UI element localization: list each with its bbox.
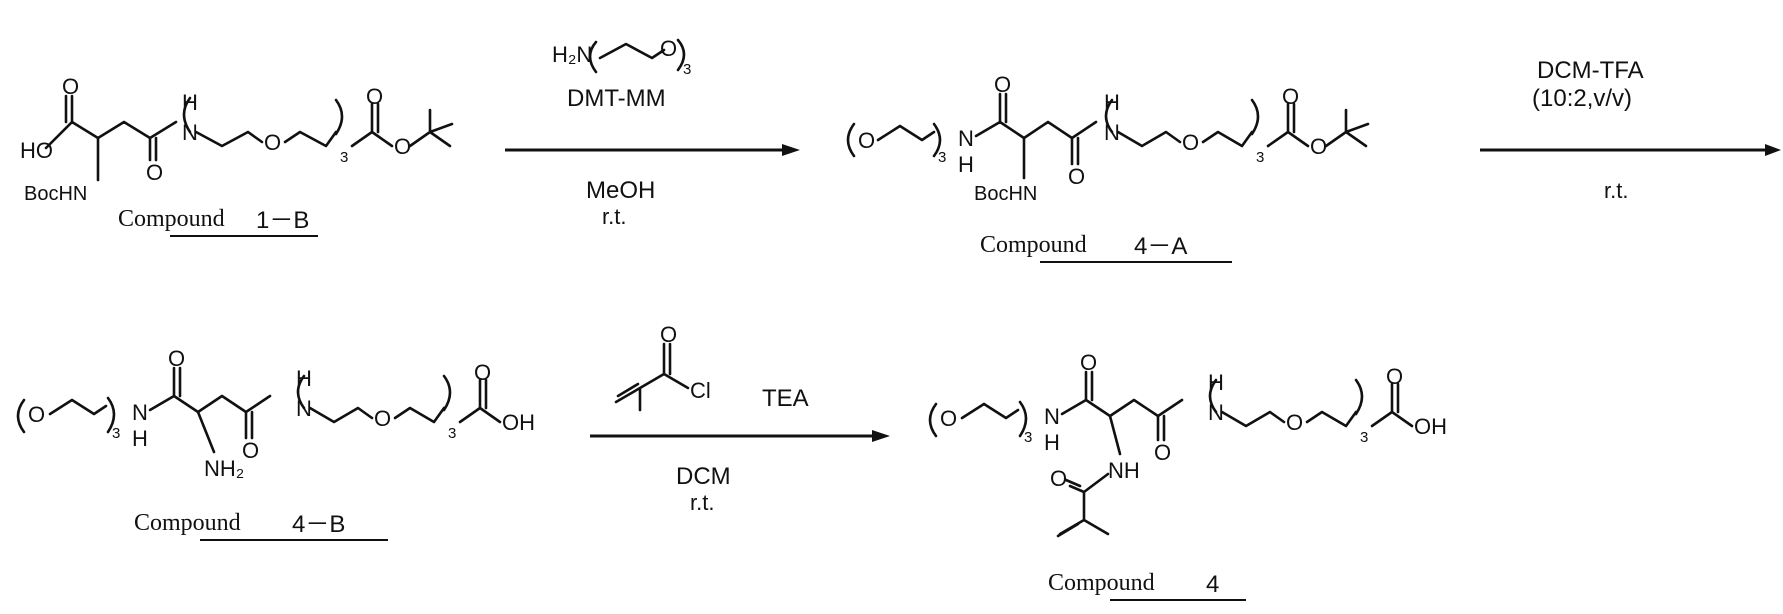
c4a-o2-label: O <box>1068 164 1085 189</box>
c1b-caption-word: Compound <box>118 206 225 232</box>
c4-nh-label: NH <box>1108 458 1140 483</box>
c4b-n2-label: N <box>296 396 312 421</box>
c4a-n2-label: N <box>1104 120 1120 145</box>
c4a-subscript-b: 3 <box>1256 149 1264 166</box>
c4b-oh-label: OH <box>502 410 535 435</box>
c4a-h2-label: H <box>1104 90 1120 115</box>
c1b-ester-carbonyl-o-label: O <box>366 84 383 109</box>
step3-reagent-cl-label: Cl <box>690 378 711 403</box>
c4-h2-label: H <box>1208 370 1224 395</box>
step3-acyl-chloride-reagent <box>616 344 688 410</box>
c4a-ester-carbonyl-o-label: O <box>1282 84 1299 109</box>
c4b-peg-o-label: O <box>374 406 391 431</box>
step1-solvent-label: MeOH <box>586 177 655 204</box>
step1-temp-label: r.t. <box>602 204 626 229</box>
step1-amine-o-label: O <box>660 36 677 61</box>
c4b-o2-label: O <box>242 438 259 463</box>
c4b-h1-label: H <box>132 426 148 451</box>
step3-base-label: TEA <box>762 385 809 412</box>
step2-reagent-label: DCM-TFA <box>1537 57 1644 84</box>
c4-peg-o-label: O <box>1286 410 1303 435</box>
step2-ratio-label: (10:2,v/v) <box>1532 85 1632 112</box>
c1b-amide-o-label: O <box>146 160 163 185</box>
c4-o2-label: O <box>1154 440 1171 465</box>
c4-o1-label: O <box>1080 350 1097 375</box>
step3-solvent-label: DCM <box>676 463 731 490</box>
step3-reagent-o-label: O <box>660 322 677 347</box>
c4a-caption-word: Compound <box>980 232 1087 258</box>
c4-subscript-a: 3 <box>1024 429 1032 446</box>
c4b-acid-o-label: O <box>474 360 491 385</box>
c4a-caption-id: 4－A <box>1134 233 1187 260</box>
c4b-nh2-label: NH₂ <box>204 456 244 481</box>
c1b-caption-id: 1－B <box>256 207 309 234</box>
c1b-peg-o-label: O <box>264 130 281 155</box>
c4b-o1-label: O <box>168 346 185 371</box>
c4a-bochn-label: BocHN <box>974 183 1037 205</box>
compound-1b-structure <box>46 96 452 180</box>
step1-reagent-label: DMT-MM <box>567 85 666 112</box>
c4-methacryl-o-label: O <box>1050 466 1067 491</box>
c4-acid-o-label: O <box>1386 364 1403 389</box>
c1b-n-label: N <box>182 120 198 145</box>
c4-n2-label: N <box>1208 400 1224 425</box>
c4a-o1-label: O <box>994 72 1011 97</box>
c1b-ho-label: HO <box>20 138 53 163</box>
step3-temp-label: r.t. <box>690 490 714 515</box>
c1b-acid-o-label: O <box>62 74 79 99</box>
c4a-h1-label: H <box>958 152 974 177</box>
step3-arrowhead <box>872 430 890 442</box>
c1b-h-label: H <box>182 90 198 115</box>
c4a-methoxy-o-label: O <box>858 128 875 153</box>
c4-n1-label: N <box>1044 404 1060 429</box>
step2-temp-label: r.t. <box>1604 178 1628 203</box>
c4b-caption-id: 4－B <box>292 511 345 538</box>
c1b-ester-o-label: O <box>394 134 411 159</box>
c4-h1-label: H <box>1044 430 1060 455</box>
c4b-subscript-b: 3 <box>448 425 456 442</box>
c1b-repeat-subscript: 3 <box>340 149 348 166</box>
c4a-subscript-a: 3 <box>938 149 946 166</box>
c4-caption-id: 4 <box>1206 571 1219 598</box>
c4b-h2-label: H <box>296 366 312 391</box>
step1-arrowhead <box>782 144 800 156</box>
c4-oh-label: OH <box>1414 414 1447 439</box>
c4-methoxy-o-label: O <box>940 406 957 431</box>
c4-subscript-b: 3 <box>1360 429 1368 446</box>
c1b-bochn-label: BocHN <box>24 183 87 205</box>
c4a-n1-label: N <box>958 126 974 151</box>
c4b-methoxy-o-label: O <box>28 402 45 427</box>
c4b-caption-word: Compound <box>134 510 241 536</box>
c4b-n1-label: N <box>132 400 148 425</box>
step1-amine-subscript: 3 <box>683 61 691 78</box>
step1-h2n-label: H₂N <box>552 42 592 67</box>
c4-caption-word: Compound <box>1048 570 1155 596</box>
c4a-ester-o-label: O <box>1310 134 1327 159</box>
step2-arrowhead <box>1765 144 1781 156</box>
c4a-peg-o-label: O <box>1182 130 1199 155</box>
c4b-subscript-a: 3 <box>112 425 120 442</box>
